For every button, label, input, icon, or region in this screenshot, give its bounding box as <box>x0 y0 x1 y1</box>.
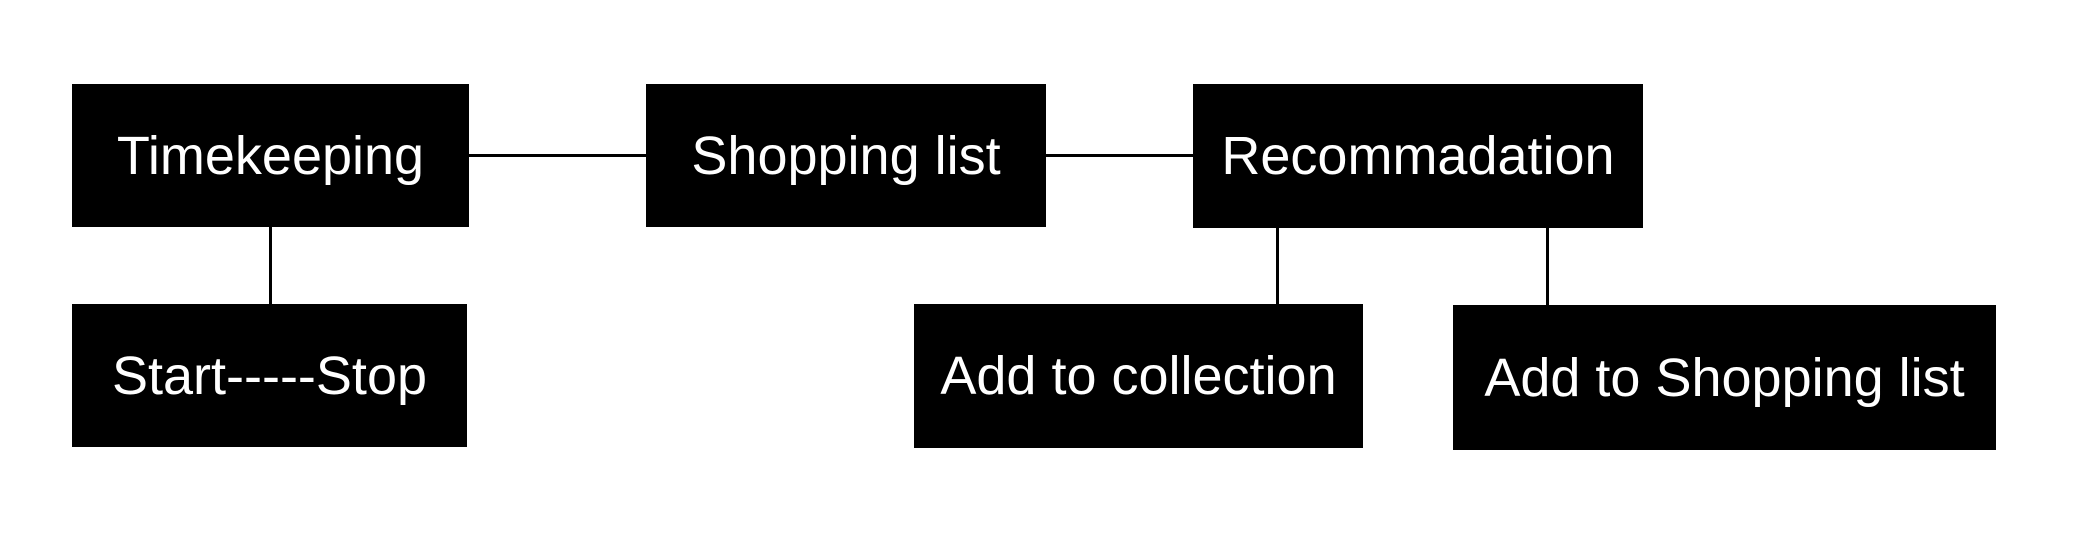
node-timekeeping: Timekeeping <box>72 84 469 227</box>
node-recommadation-label: Recommadation <box>1221 126 1615 186</box>
edge-shopping-list-to-recommadation <box>1046 154 1193 157</box>
edge-recommadation-to-add-to-shopping-list <box>1546 228 1549 306</box>
node-timekeeping-label: Timekeeping <box>116 125 425 186</box>
node-shopping-list-label: Shopping list <box>691 125 1001 186</box>
edge-timekeeping-to-shopping-list <box>469 154 646 157</box>
node-start-stop-label: Start-----Stop <box>111 345 428 406</box>
node-add-to-shopping-list-label: Add to Shopping list <box>1484 347 1965 408</box>
edge-recommadation-to-add-to-collection <box>1276 228 1279 305</box>
edge-timekeeping-to-start-stop <box>269 227 272 304</box>
node-recommadation: Recommadation <box>1193 84 1643 228</box>
node-add-to-collection-label: Add to collection <box>940 346 1337 406</box>
node-shopping-list: Shopping list <box>646 84 1046 227</box>
node-add-to-collection: Add to collection <box>914 304 1363 448</box>
node-add-to-shopping-list: Add to Shopping list <box>1453 305 1996 450</box>
node-start-stop: Start-----Stop <box>72 304 467 447</box>
